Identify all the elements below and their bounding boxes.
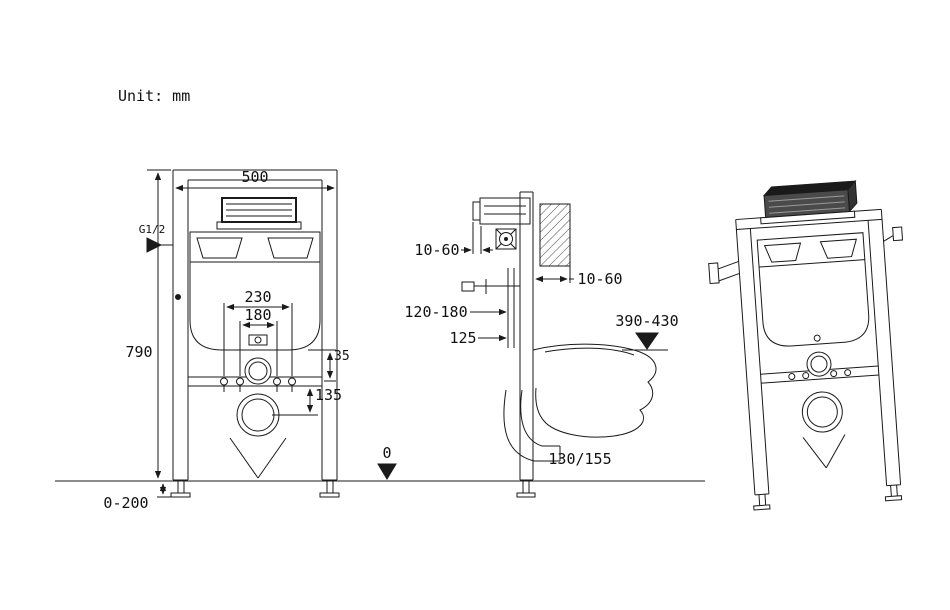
front-view (146, 169, 340, 498)
unit-label: Unit: mm (118, 87, 190, 105)
side-dimensions (377, 222, 668, 480)
front-fixing-row (188, 357, 322, 392)
dim-offset-135: 135 (315, 386, 342, 404)
front-frame (172, 169, 338, 481)
persp-wall-bracket (708, 226, 904, 285)
dim-leg-adjustment: 0-200 (103, 494, 148, 512)
side-drain-trap (503, 389, 561, 462)
dim-inlet-depth: 120-180 (404, 303, 467, 321)
dim-125: 125 (449, 329, 476, 347)
front-cistern (189, 231, 321, 351)
side-wall-section (539, 203, 571, 267)
front-waste-outlet (229, 393, 287, 479)
perspective-view (708, 179, 904, 511)
persp-flush-unit (760, 179, 858, 225)
front-inlet-symbol (146, 237, 181, 300)
dim-floor-datum: 0 (382, 444, 391, 462)
dim-wall-distance: 10-60 (577, 270, 622, 288)
front-flush-unit (216, 197, 302, 230)
dim-frame-height: 790 (125, 343, 152, 361)
dim-outlet-height: 130/155 (548, 450, 611, 468)
dim-rim-height: 390-430 (615, 312, 678, 330)
side-view (377, 191, 668, 498)
dim-fixing-narrow: 180 (244, 306, 271, 324)
side-frame-rail (507, 191, 534, 481)
side-foot (516, 480, 536, 498)
side-supply-stub (461, 279, 520, 294)
label-water-inlet: G1/2 (139, 223, 166, 236)
dim-frame-width: 500 (241, 168, 268, 186)
front-dimensions (147, 169, 336, 498)
dim-plate-depth: 10-60 (414, 241, 459, 259)
side-toilet-pan (532, 343, 657, 438)
persp-fixing-row (760, 351, 879, 384)
side-fill-valve (495, 228, 517, 250)
persp-cistern (756, 232, 870, 347)
persp-feet (753, 484, 903, 511)
dim-fixing-wide: 230 (244, 288, 271, 306)
dim-offset-35: 35 (334, 349, 350, 364)
front-feet (170, 480, 340, 498)
persp-waste-outlet (801, 391, 846, 469)
side-flush-unit (472, 197, 531, 225)
